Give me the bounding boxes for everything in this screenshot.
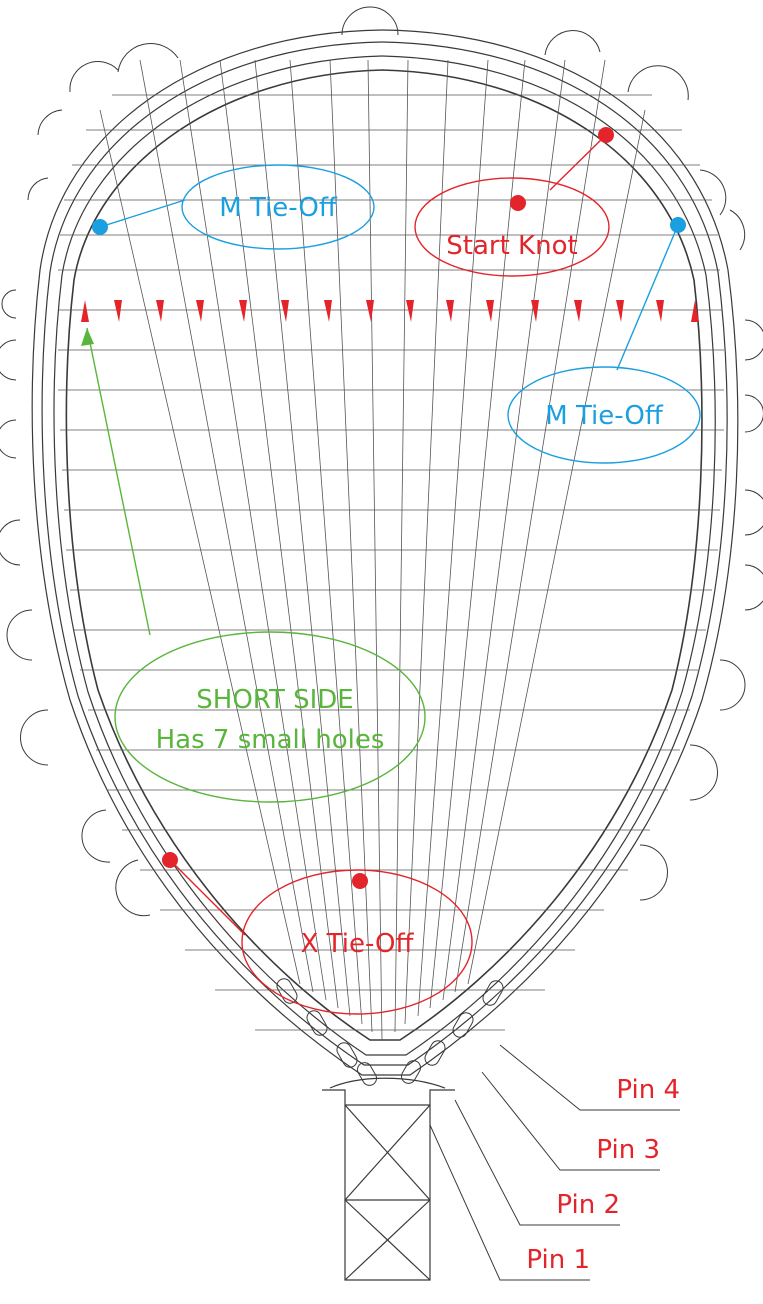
x-tie-off-label: X Tie-Off [301, 929, 415, 959]
direction-marker-icon [324, 300, 332, 322]
m-tie-off-right-point [670, 217, 686, 233]
direction-marker-icon [239, 300, 247, 322]
main-string [454, 59, 606, 993]
short-side-arrowhead [81, 328, 94, 346]
direction-marker-icon [691, 300, 699, 322]
frame-inner-edge [65, 69, 703, 1041]
m-tie-off-right-annotation: M Tie-Off [507, 217, 701, 464]
main-string [289, 59, 363, 1025]
short-side-annotation: SHORT SIDE Has 7 small holes [81, 327, 426, 803]
main-string [99, 109, 301, 985]
x-tie-off-center-dot [352, 873, 368, 889]
main-string [404, 59, 449, 1025]
pin-1-label: Pin 1 [526, 1245, 590, 1275]
frame-third-edge [53, 55, 716, 1056]
main-string [367, 59, 383, 1041]
x-tie-off-point [162, 852, 178, 868]
main-string [467, 109, 646, 985]
main-string [254, 59, 351, 1017]
x-tie-off-annotation: X Tie-Off [162, 852, 473, 1015]
start-knot-point [598, 127, 614, 143]
direction-marker-icon [156, 300, 164, 322]
direction-marker-icon [366, 300, 374, 322]
frame-second-edge [41, 41, 728, 1066]
pin-labels [429, 1044, 680, 1281]
short-side-label-line1: SHORT SIDE [196, 685, 353, 715]
start-knot-label: Start Knot [446, 231, 577, 261]
main-string [179, 59, 327, 1001]
main-string [219, 59, 339, 1009]
short-side-label-line2: Has 7 small holes [156, 725, 385, 755]
racquet-handle [322, 1077, 455, 1281]
m-tie-off-left-annotation: M Tie-Off [92, 164, 375, 250]
cross-strings [58, 94, 724, 1031]
start-knot-annotation: Start Knot [414, 127, 614, 277]
direction-marker-icon [574, 300, 582, 322]
pin-4-label: Pin 4 [616, 1075, 680, 1105]
direction-marker-icon [656, 300, 664, 322]
direction-marker-icon [531, 300, 539, 322]
m-tie-off-left-point [92, 219, 108, 235]
main-string [442, 59, 566, 1001]
direction-marker-icon [616, 300, 624, 322]
pin-3-label: Pin 3 [596, 1135, 660, 1165]
throat-pin-holes [276, 978, 504, 1086]
direction-marker-icon [114, 300, 122, 322]
frame-outer-edge [31, 29, 739, 1076]
grommet-bumps [0, 6, 763, 917]
direction-marker-icon [281, 300, 289, 322]
pin-2-label: Pin 2 [556, 1190, 620, 1220]
main-string [139, 59, 314, 993]
direction-marker-icon [406, 300, 414, 322]
direction-marker-icon [81, 300, 89, 322]
racquet-frame [31, 29, 739, 1076]
direction-marker-icon [196, 300, 204, 322]
main-string [429, 59, 526, 1009]
m-tie-off-left-label: M Tie-Off [219, 193, 338, 223]
main-strings [99, 59, 646, 1041]
direction-markers [81, 300, 699, 322]
main-string [417, 59, 489, 1017]
m-tie-off-right-label: M Tie-Off [545, 401, 664, 431]
direction-marker-icon [486, 300, 494, 322]
direction-marker-icon [446, 300, 454, 322]
main-string [394, 59, 409, 1033]
start-knot-center-dot [510, 195, 526, 211]
